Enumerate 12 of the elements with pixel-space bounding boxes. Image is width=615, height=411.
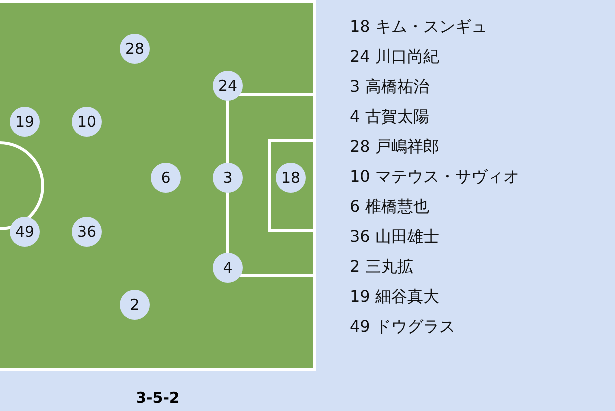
roster-entry: 3 高橋祐治 bbox=[350, 77, 430, 97]
roster-entry: 19 細谷真大 bbox=[350, 287, 440, 307]
formation-caption: 3-5-2 bbox=[135, 388, 181, 408]
roster-entry: 2 三丸拡 bbox=[350, 257, 414, 277]
roster-entry: 24 川口尚紀 bbox=[350, 47, 440, 67]
roster-entry: 18 キム・スンギュ bbox=[350, 17, 488, 37]
roster-entry: 6 椎橋慧也 bbox=[350, 197, 430, 217]
roster-entry: 10 マテウス・サヴィオ bbox=[350, 167, 520, 187]
roster-entry: 36 山田雄士 bbox=[350, 227, 440, 247]
roster-entry: 4 古賀太陽 bbox=[350, 107, 430, 127]
roster-entry: 28 戸嶋祥郎 bbox=[350, 137, 440, 157]
roster-entry: 49 ドウグラス bbox=[350, 317, 456, 337]
